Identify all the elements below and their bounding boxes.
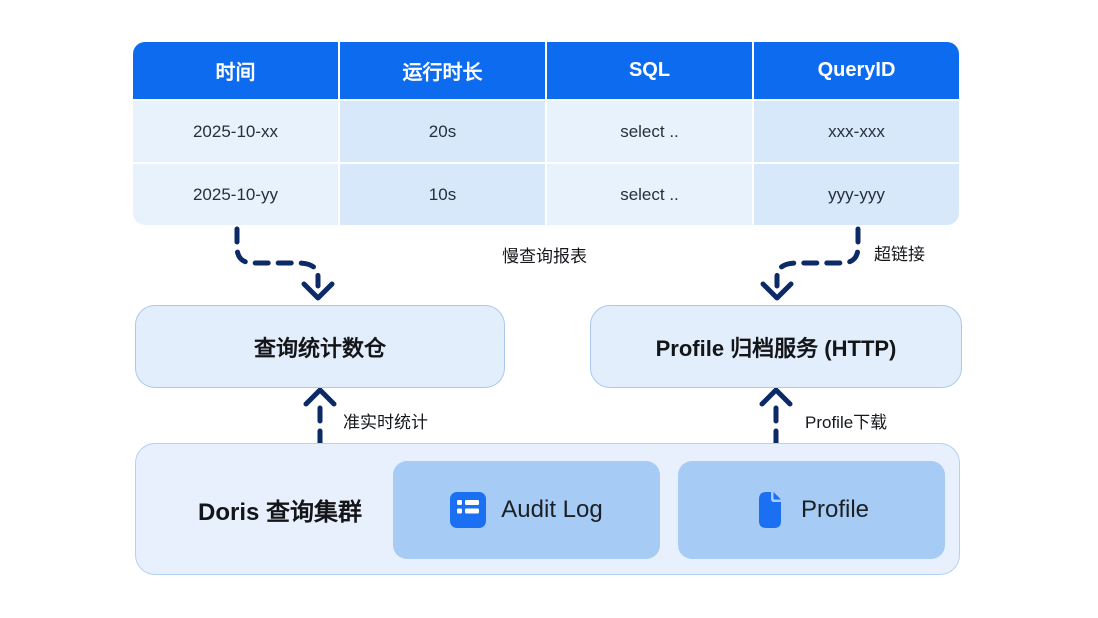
node-doris-cluster: Doris 查询集群 Audit Log Profile: [135, 443, 960, 575]
label-hyperlink: 超链接: [874, 245, 925, 264]
table-cell: 10s: [340, 164, 545, 225]
table-cell: 20s: [340, 101, 545, 162]
node-query-stats-warehouse: 查询统计数仓: [135, 305, 505, 388]
arrow-table-to-warehouse: [234, 226, 321, 289]
label-profile-download: Profile下载: [805, 413, 888, 432]
table-cell: yyy-yyy: [754, 164, 959, 225]
node-label: Profile 归档服务 (HTTP): [655, 335, 897, 361]
arrow-down-head-right: [760, 281, 794, 301]
node-label: 查询统计数仓: [253, 335, 386, 361]
label-slow-query-report: 慢查询报表: [502, 247, 587, 266]
node-profile: Profile: [678, 461, 945, 559]
label-near-realtime-stats: 准实时统计: [343, 413, 428, 432]
arrow-down-head-left: [301, 281, 335, 301]
slow-query-table: 时间 运行时长 SQL QueryID 2025-10-xx 20s selec…: [133, 42, 959, 225]
arrow-up-head-left: [303, 387, 337, 407]
table-header-queryid: QueryID: [754, 42, 959, 99]
table-cell: 2025-10-yy: [133, 164, 338, 225]
arrow-up-head-right: [759, 387, 793, 407]
profile-document-icon: [758, 492, 781, 528]
node-audit-log: Audit Log: [393, 461, 660, 559]
table-header-duration: 运行时长: [340, 42, 545, 99]
arrow-table-to-profile-service: [774, 226, 861, 289]
audit-log-list-icon: [450, 492, 487, 528]
table-cell: 2025-10-xx: [133, 101, 338, 162]
table-cell: xxx-xxx: [754, 101, 959, 162]
table-cell: select ..: [547, 164, 752, 225]
audit-log-label: Audit Log: [501, 496, 603, 523]
table-header-sql: SQL: [547, 42, 752, 99]
node-profile-archive-service: Profile 归档服务 (HTTP): [590, 305, 962, 388]
table-cell: select ..: [547, 101, 752, 162]
profile-label: Profile: [800, 496, 870, 523]
doris-cluster-label: Doris 查询集群: [198, 498, 363, 526]
table-header-time: 时间: [133, 42, 338, 99]
